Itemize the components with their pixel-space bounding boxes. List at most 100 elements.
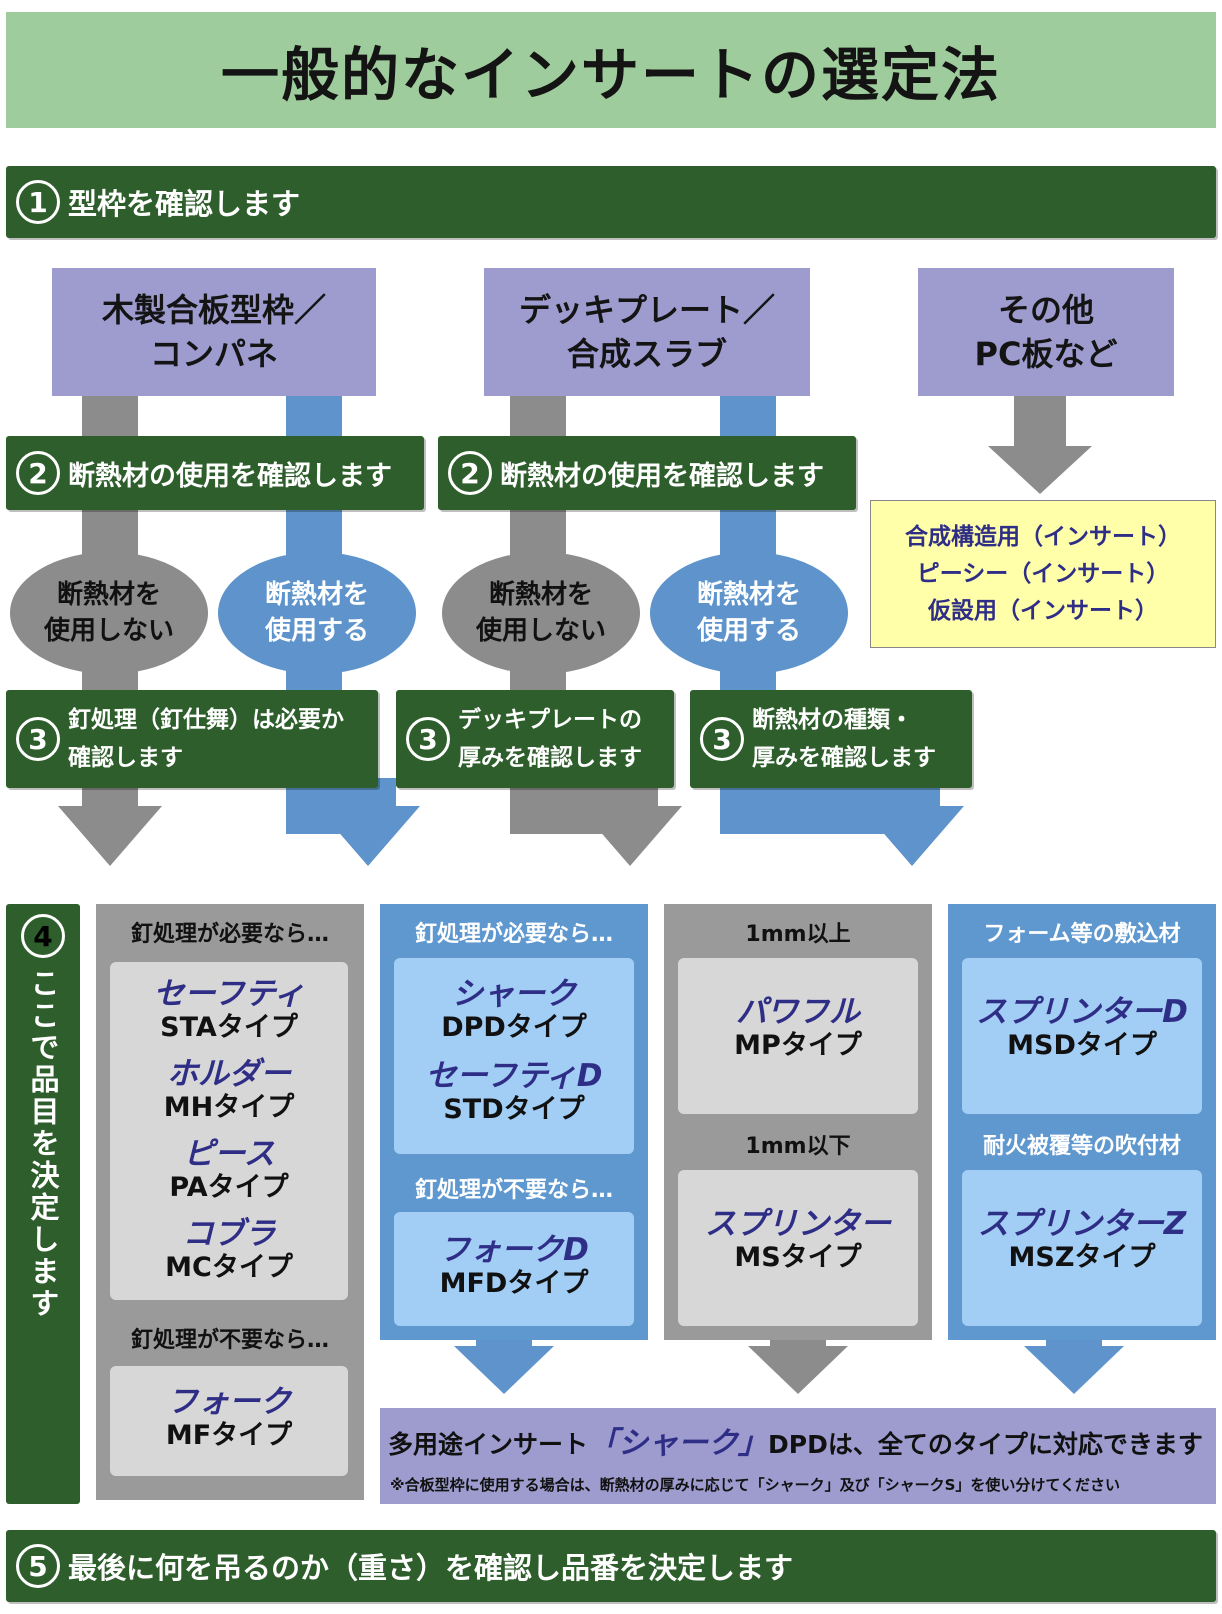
gray-arrowhead-4 (748, 1346, 848, 1394)
step4-bar: 4 ここで品目を決定します (6, 904, 80, 1504)
product-type: MFタイプ (165, 1420, 293, 1451)
product-safety-d: セーフティD STDタイプ (394, 1058, 634, 1126)
product-type: MPタイプ (734, 1030, 862, 1061)
step1-number: 1 (16, 180, 60, 224)
product-name: スプリンターD (976, 994, 1188, 1030)
step3-middle-number: 3 (406, 717, 450, 761)
step3-bar-right: 3 断熱材の種類・ 厚みを確認します (690, 690, 972, 788)
column3-card-1: パワフル MPタイプ (678, 958, 918, 1114)
product-name: フォークD (439, 1232, 589, 1268)
column1-label-nail-unneeded: 釘処理が不要なら… (130, 1328, 329, 1353)
category-deck-plate: デッキプレート／ 合成スラブ (484, 268, 810, 396)
step5-bar: 5 最後に何を吊るのか（重さ）を確認し品番を決定します (6, 1530, 1216, 1602)
oval-no-insulation-middle: 断熱材を 使用しない (442, 552, 640, 674)
product-type: MSDタイプ (1007, 1030, 1157, 1061)
step2-left-text: 断熱材の使用を確認します (68, 460, 392, 492)
column2-card-1: シャーク DPDタイプ セーフティD STDタイプ (394, 958, 634, 1154)
column-deck-thickness: 1mm以上 パワフル MPタイプ 1mm以下 スプリンター MSタイプ (664, 904, 932, 1340)
product-holder: ホルダー MHタイプ (110, 1056, 348, 1124)
other-uses-box: 合成構造用（インサート） ピーシー（インサート） 仮設用（インサート） (870, 500, 1216, 648)
multipurpose-highlight: 「シャーク」 (588, 1426, 769, 1461)
product-type: MHタイプ (163, 1092, 295, 1123)
product-type: PAタイプ (169, 1172, 289, 1203)
step2-left-number: 2 (16, 451, 60, 495)
other-use-temporary: 仮設用（インサート） (928, 597, 1158, 624)
product-name: セーフティ (153, 976, 305, 1012)
product-type: MSZタイプ (1008, 1242, 1156, 1273)
product-piece: ピース PAタイプ (110, 1136, 348, 1204)
column2-card-2: フォークD MFDタイプ (394, 1212, 634, 1326)
column2-label-nail-unneeded: 釘処理が不要なら… (414, 1178, 613, 1203)
product-cobra: コブラ MCタイプ (110, 1216, 348, 1284)
product-name: フォーク (167, 1384, 291, 1420)
oval-no-insulation-left: 断熱材を 使用しない (10, 552, 208, 674)
column4-card-2: スプリンターZ MSZタイプ (962, 1170, 1202, 1326)
blue-arrowhead-3 (454, 1346, 554, 1394)
column3-label-over-1mm: 1mm以上 (745, 922, 851, 947)
product-splinter: スプリンター MSタイプ (678, 1206, 918, 1274)
title-bar: 一般的なインサートの選定法 (6, 12, 1216, 128)
column4-label-foam: フォーム等の敷込材 (983, 922, 1181, 947)
step3-right-text: 断熱材の種類・ 厚みを確認します (752, 707, 936, 771)
step2-bar-middle: 2 断熱材の使用を確認します (438, 436, 856, 510)
product-name: ピース (183, 1136, 275, 1172)
column4-label-spray: 耐火被覆等の吹付材 (982, 1134, 1181, 1159)
column1-card-1: セーフティ STAタイプ ホルダー MHタイプ ピース PAタイプ コブラ MC… (110, 962, 348, 1300)
column-wood-no-insulation: 釘処理が必要なら… セーフティ STAタイプ ホルダー MHタイプ ピース PA… (96, 904, 364, 1500)
step5-number: 5 (16, 1544, 60, 1588)
blue-arrowhead-4 (1024, 1346, 1124, 1394)
step3-left-number: 3 (16, 717, 60, 761)
step1-bar: 1 型枠を確認します (6, 166, 1216, 238)
product-splinter-z: スプリンターZ MSZタイプ (962, 1206, 1202, 1274)
product-name: ホルダー (167, 1056, 291, 1092)
product-name: スプリンター (705, 1206, 891, 1242)
oval-insulation-left: 断熱材を 使用する (218, 552, 416, 674)
product-type: MFDタイプ (439, 1268, 589, 1299)
step3-middle-text: デッキプレートの 厚みを確認します (458, 707, 642, 771)
product-type: STDタイプ (443, 1094, 585, 1125)
product-name: シャーク (452, 976, 576, 1012)
product-name: コブラ (182, 1216, 276, 1252)
product-type: MCタイプ (165, 1252, 293, 1283)
multipurpose-suffix: DPDは、全てのタイプに対応できます (768, 1430, 1203, 1459)
other-use-pc: ピーシー（インサート） (916, 560, 1170, 587)
product-type: MSタイプ (734, 1242, 862, 1273)
step3-bar-middle: 3 デッキプレートの 厚みを確認します (396, 690, 674, 788)
column-wood-insulation: 釘処理が必要なら… シャーク DPDタイプ セーフティD STDタイプ 釘処理が… (380, 904, 648, 1340)
column2-label-nail-needed: 釘処理が必要なら… (414, 922, 613, 947)
step2-middle-text: 断熱材の使用を確認します (500, 460, 824, 492)
gray-path-3 (1014, 390, 1066, 448)
product-splinter-d: スプリンターD MSDタイプ (962, 994, 1202, 1062)
product-shark: シャーク DPDタイプ (394, 976, 634, 1044)
product-fork-d: フォークD MFDタイプ (394, 1232, 634, 1300)
step3-bar-left: 3 釘処理（釘仕舞）は必要か 確認します (6, 690, 378, 788)
column3-label-under-1mm: 1mm以下 (745, 1134, 851, 1159)
product-fork: フォーク MFタイプ (110, 1384, 348, 1452)
page-title: 一般的なインサートの選定法 (220, 41, 1001, 109)
step3-left-text: 釘処理（釘仕舞）は必要か 確認します (68, 707, 344, 771)
step4-text: ここで品目を決定します (26, 968, 60, 1320)
gray-arrowhead-1 (58, 806, 162, 866)
product-powerful: パワフル MPタイプ (678, 994, 918, 1062)
column1-label-nail-needed: 釘処理が必要なら… (130, 922, 329, 947)
product-safety: セーフティ STAタイプ (110, 976, 348, 1044)
column4-card-1: スプリンターD MSDタイプ (962, 958, 1202, 1114)
product-name: スプリンターZ (977, 1206, 1187, 1242)
multipurpose-note: ※合板型枠に使用する場合は、断熱材の厚みに応じて「シャーク」及び「シャークS」を… (390, 1476, 1120, 1494)
multipurpose-prefix: 多用途インサート (388, 1430, 589, 1459)
product-type: STAタイプ (160, 1012, 298, 1043)
column-insulation-type: フォーム等の敷込材 スプリンターD MSDタイプ 耐火被覆等の吹付材 スプリンタ… (948, 904, 1216, 1340)
column3-card-2: スプリンター MSタイプ (678, 1170, 918, 1326)
step2-bar-left: 2 断熱材の使用を確認します (6, 436, 424, 510)
oval-insulation-middle: 断熱材を 使用する (650, 552, 848, 674)
step5-text: 最後に何を吊るのか（重さ）を確認し品番を決定します (68, 1551, 794, 1585)
column1-card-2: フォーク MFタイプ (110, 1366, 348, 1476)
step3-right-number: 3 (700, 717, 744, 761)
product-name: セーフティD (425, 1058, 603, 1094)
step2-middle-number: 2 (448, 451, 492, 495)
product-type: DPDタイプ (441, 1012, 587, 1043)
step1-text: 型枠を確認します (68, 187, 301, 221)
gray-arrowhead-3 (988, 446, 1092, 494)
step4-number: 4 (21, 914, 65, 958)
category-other: その他 PC板など (918, 268, 1174, 396)
